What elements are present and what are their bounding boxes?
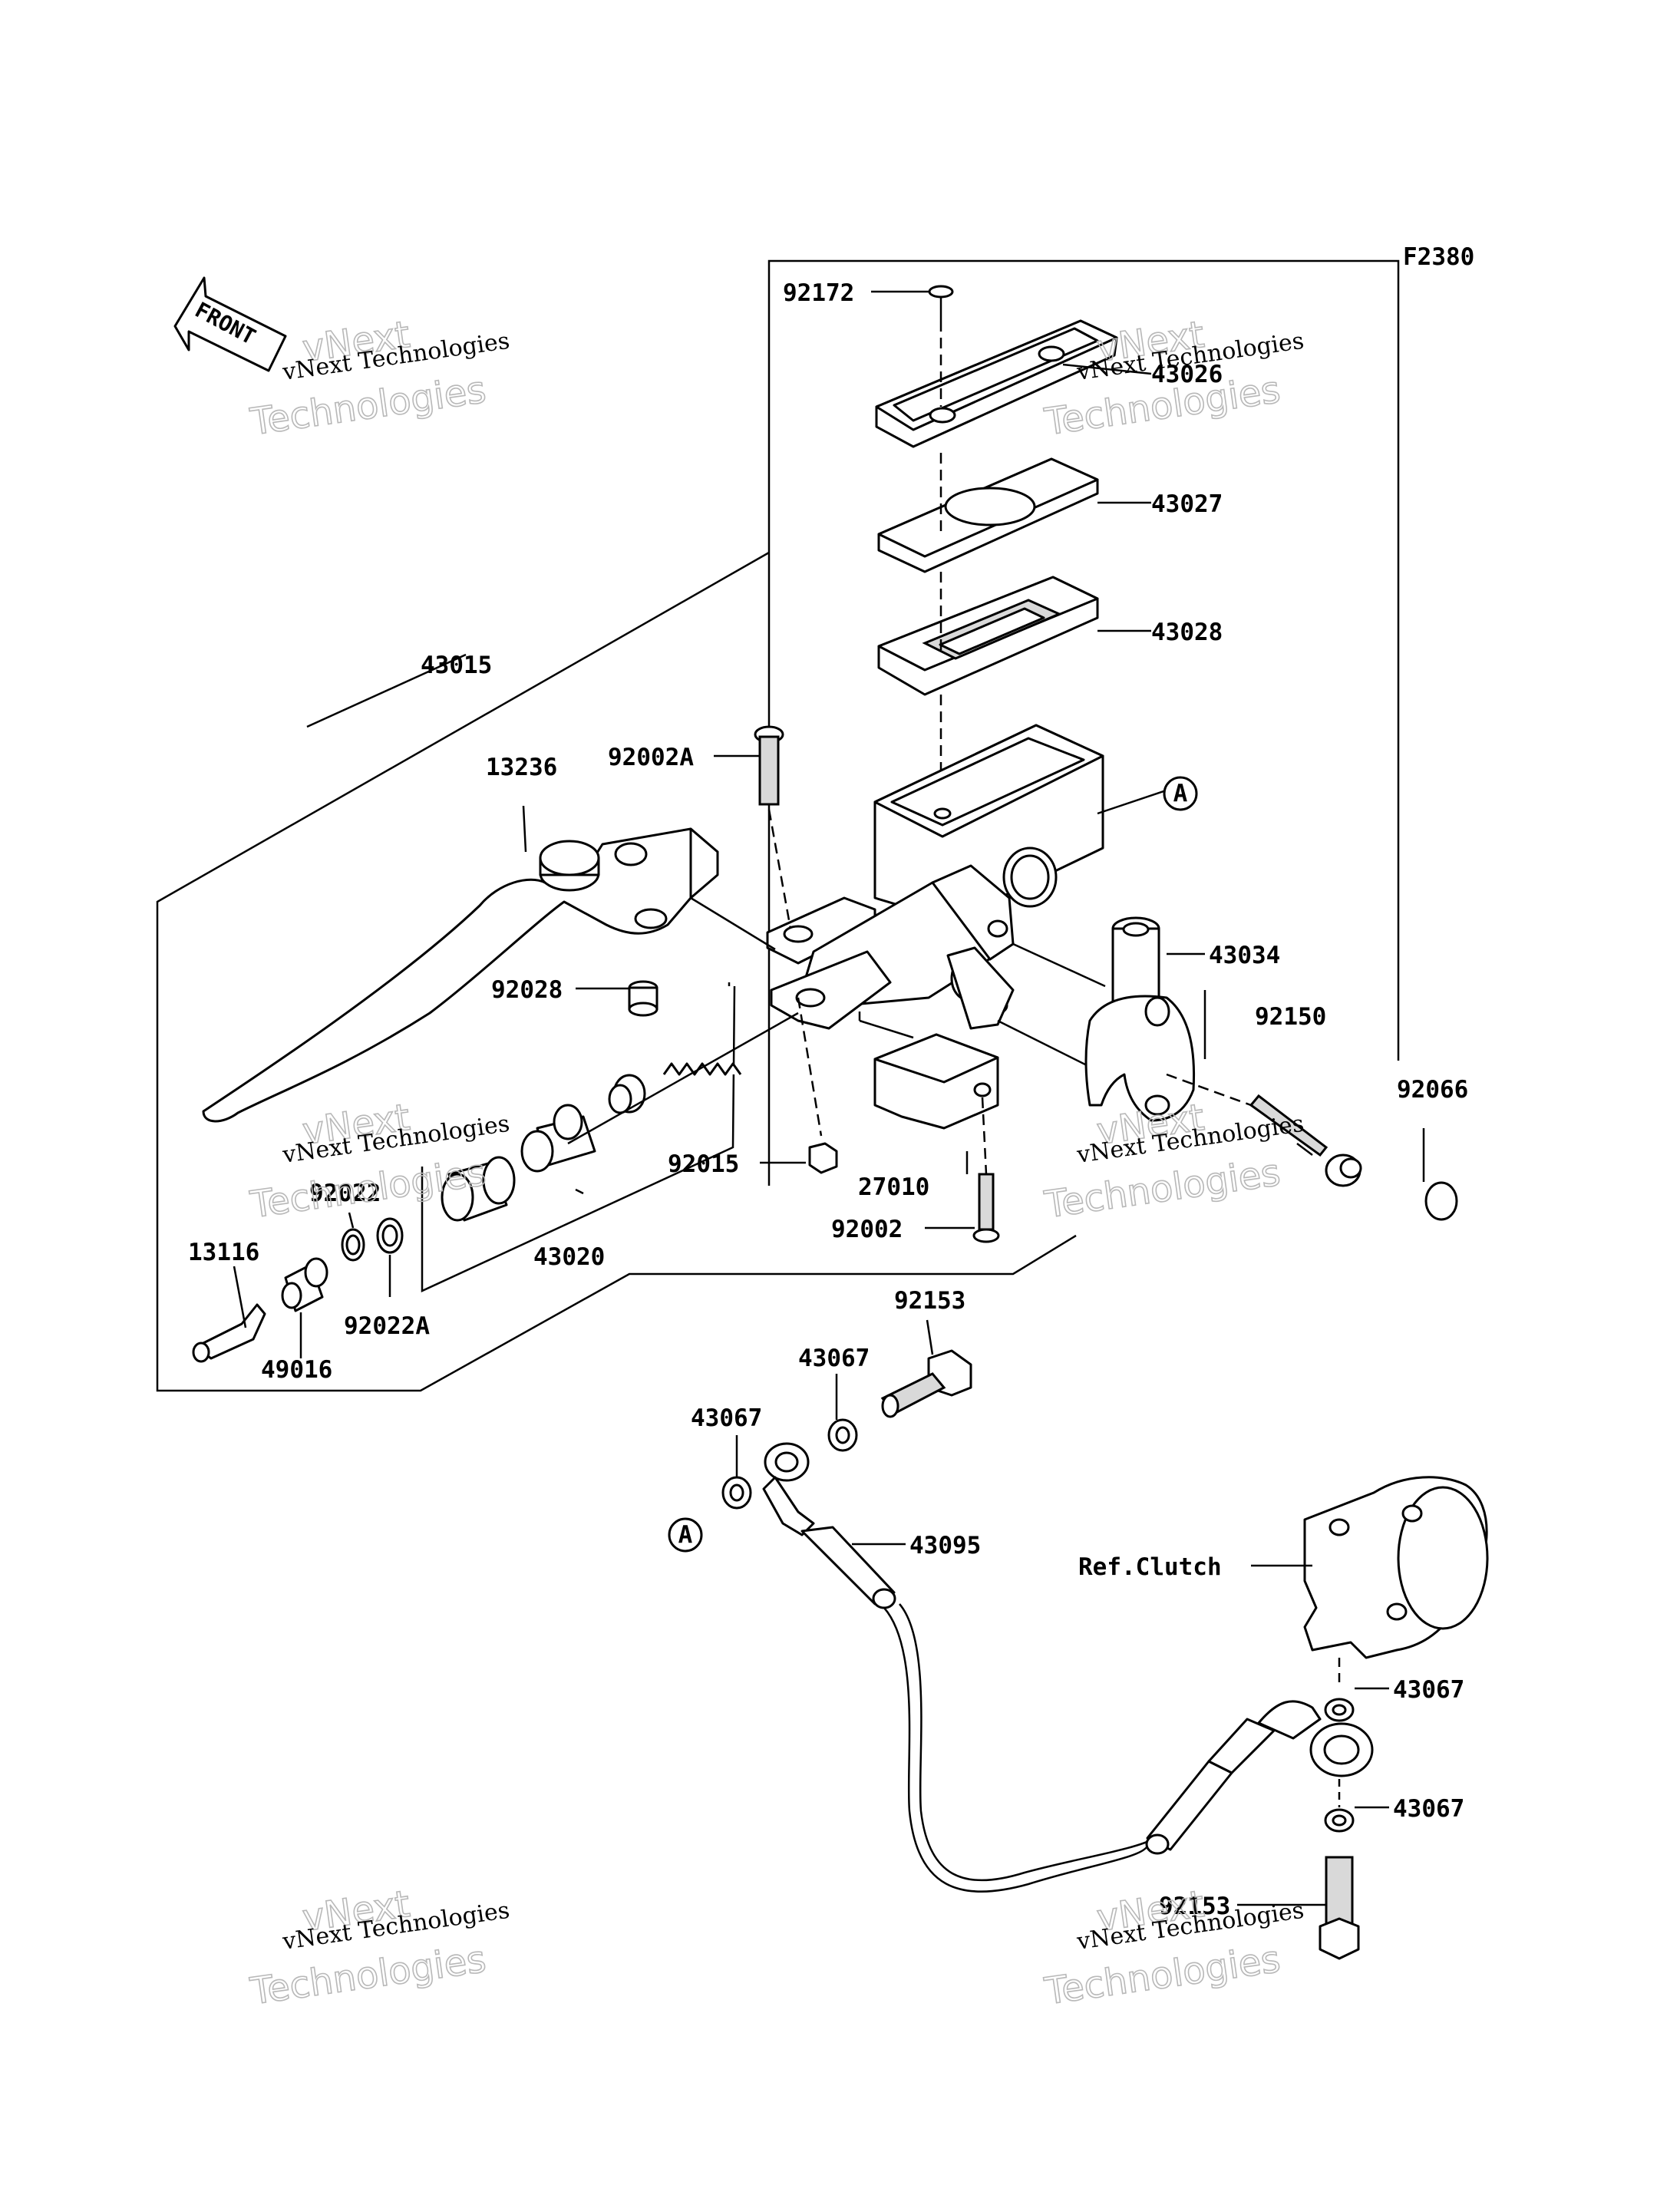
ref-a-bottom: A [668, 1517, 703, 1553]
brake-switch [858, 1012, 999, 1175]
callout-92028: 92028 [491, 976, 563, 1004]
circlip [341, 1228, 365, 1262]
figure-code: F2380 [1403, 243, 1474, 271]
callout-92172: 92172 [783, 279, 854, 307]
callout-43067-a: 43067 [798, 1345, 870, 1372]
sealing-washer-lower-1 [1324, 1698, 1355, 1722]
callout-13116: 13116 [188, 1239, 259, 1266]
clamp-holder [1084, 916, 1196, 1122]
callout-43034: 43034 [1209, 942, 1280, 969]
callout-92066: 92066 [1397, 1076, 1468, 1104]
adjusting-screw [754, 725, 792, 929]
watermark-1: vNext vNext Technologies Technologies [247, 312, 512, 444]
clamp-bolt [1166, 1073, 1362, 1187]
sealing-washer-lower-2 [1324, 1808, 1355, 1833]
pushrod [192, 1303, 266, 1363]
callout-92022A: 92022A [344, 1312, 430, 1340]
callout-ref-clutch: Ref.Clutch [1078, 1553, 1222, 1581]
callout-43027: 43027 [1151, 490, 1223, 518]
reservoir-cap [875, 319, 1118, 448]
callout-92022: 92022 [309, 1180, 381, 1207]
washer [376, 1217, 404, 1254]
pivot-bushing [628, 980, 658, 1017]
callout-43067-d: 43067 [1393, 1795, 1464, 1823]
bolt-nut [797, 997, 838, 1174]
callout-92153-top: 92153 [894, 1287, 965, 1315]
svg-text:A: A [1173, 780, 1188, 807]
switch-screw [972, 1173, 1000, 1243]
sealing-washer-upper-2 [721, 1476, 752, 1510]
callout-43028: 43028 [1151, 619, 1223, 646]
part-callouts: 92172 43026 43027 43028 43015 13236 9200… [188, 279, 1468, 1920]
diaphragm-plate [877, 453, 1099, 573]
callout-27010: 27010 [858, 1173, 929, 1201]
piston-assembly [441, 982, 799, 1222]
cap-screw [928, 285, 954, 407]
callout-92002: 92002 [831, 1216, 903, 1243]
callout-43020: 43020 [533, 1243, 605, 1271]
watermarks: vNext vNext Technologies Technologies vN… [247, 312, 1306, 2014]
svg-text:A: A [678, 1521, 693, 1549]
front-arrow-icon: FRONT [173, 276, 287, 372]
banjo-bolt-upper [880, 1349, 972, 1418]
ref-a-top: A [1163, 776, 1198, 811]
callout-13236: 13236 [486, 754, 557, 781]
callout-43015: 43015 [421, 652, 492, 679]
assembly-frames [156, 259, 1400, 1392]
callout-49016: 49016 [261, 1356, 332, 1384]
sealing-washer-upper-1 [827, 1418, 858, 1452]
callout-92015: 92015 [668, 1150, 739, 1178]
watermark-5: vNext vNext Technologies Technologies [247, 1882, 512, 2014]
watermark-6: vNext vNext Technologies Technologies [1041, 1882, 1306, 2014]
callout-92153-bottom: 92153 [1159, 1893, 1230, 1920]
callout-92150: 92150 [1255, 1003, 1326, 1031]
brake-lever [202, 827, 776, 1123]
callout-43067-c: 43067 [1393, 1676, 1464, 1704]
callout-43095: 43095 [909, 1532, 981, 1559]
callout-92002A: 92002A [608, 744, 694, 771]
master-cylinder-body [766, 695, 1171, 1076]
banjo-bolt-lower [1319, 1779, 1360, 1960]
diaphragm [877, 572, 1099, 696]
clutch-hose [762, 1442, 1374, 1893]
pushrod-holder [281, 1257, 328, 1312]
callout-43026: 43026 [1151, 361, 1223, 388]
clutch-slave-cylinder [1303, 1476, 1489, 1688]
callout-43067-b: 43067 [691, 1404, 762, 1432]
leader-lines [233, 290, 1425, 1906]
bolt-cap [1424, 1181, 1458, 1221]
